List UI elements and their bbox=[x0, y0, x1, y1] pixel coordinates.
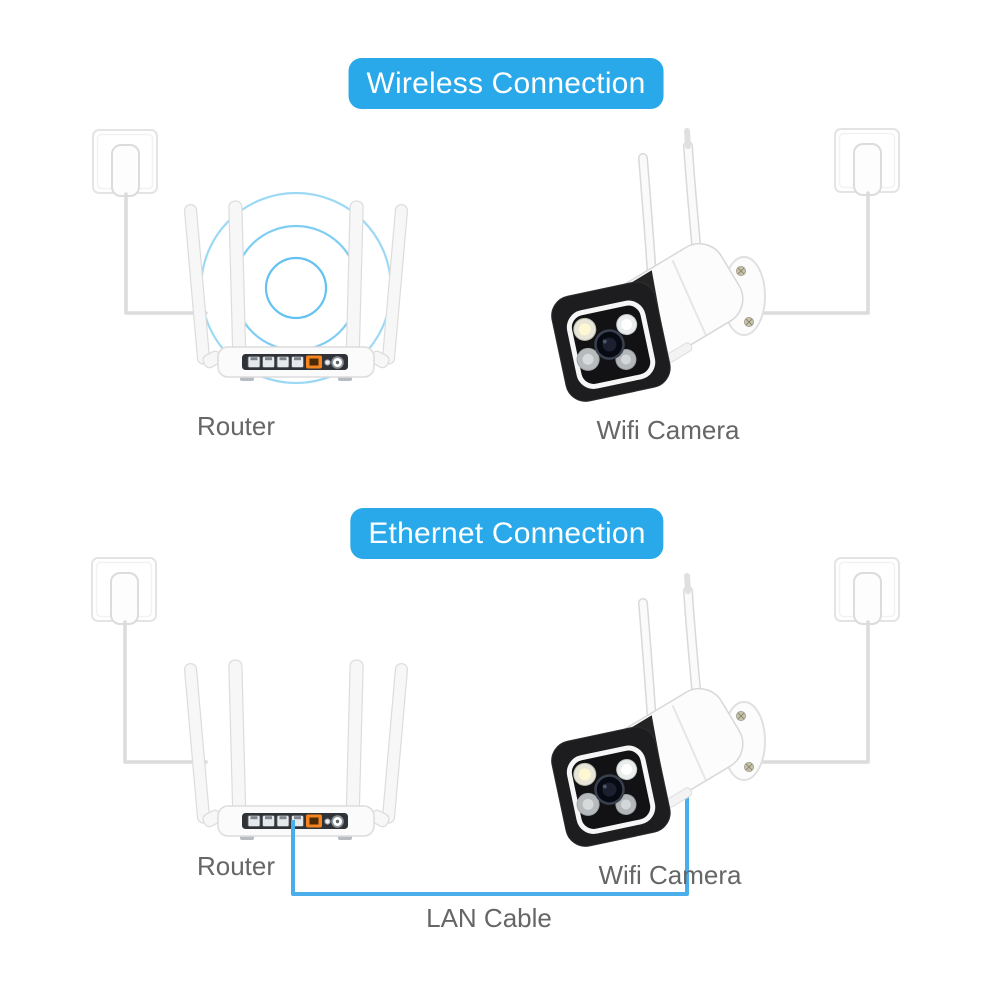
wall-outlet-top-left bbox=[92, 129, 158, 197]
camera-label-wireless: Wifi Camera bbox=[596, 415, 740, 445]
wall-outlet-bottom-right bbox=[834, 557, 900, 625]
router-label-ethernet: Router bbox=[196, 851, 276, 881]
wifi-camera-ethernet bbox=[548, 576, 765, 850]
router-ethernet bbox=[183, 658, 409, 841]
wifi-camera-wireless bbox=[548, 131, 765, 405]
lan-cable-label: LAN Cable bbox=[426, 903, 552, 933]
wall-outlet-top-right bbox=[834, 128, 900, 196]
router-wireless bbox=[183, 199, 409, 382]
power-cable-camera-wireless bbox=[755, 191, 870, 315]
power-cable-camera-ethernet bbox=[755, 620, 870, 764]
ethernet-connection-banner: Ethernet Connection bbox=[350, 508, 664, 559]
router-label-wireless: Router bbox=[196, 411, 276, 441]
wall-outlet-bottom-left bbox=[91, 557, 157, 625]
power-cable-router-ethernet bbox=[123, 620, 208, 764]
wireless-connection-banner: Wireless Connection bbox=[348, 58, 664, 109]
lan-cable-line bbox=[291, 794, 689, 896]
power-cable-router-wireless bbox=[124, 192, 208, 315]
camera-label-ethernet: Wifi Camera bbox=[598, 860, 742, 890]
